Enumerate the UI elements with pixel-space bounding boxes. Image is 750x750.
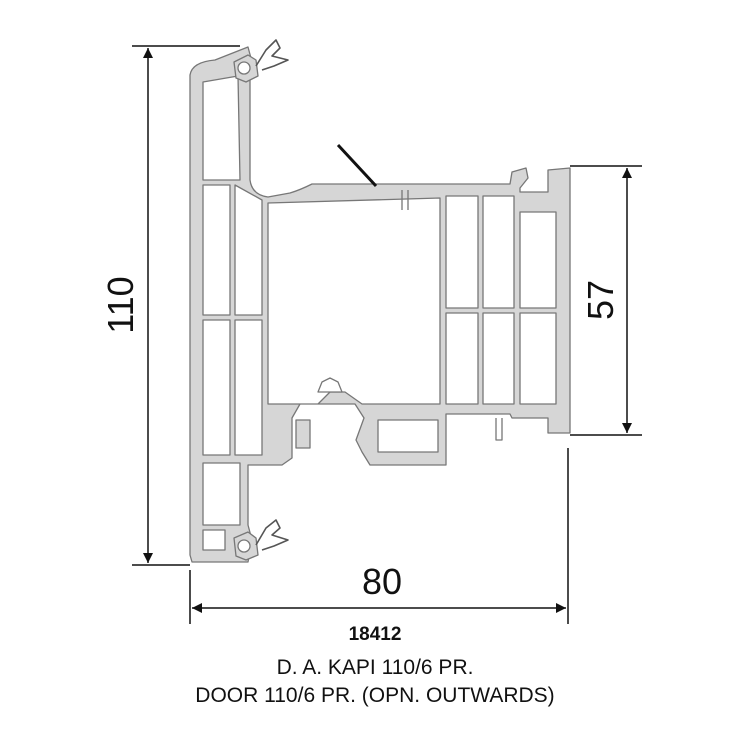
upper-notch xyxy=(401,190,409,210)
dimension-width xyxy=(189,448,569,624)
lower-notch xyxy=(495,418,503,441)
dimension-height xyxy=(132,45,240,566)
bottom-seal-lip xyxy=(255,519,289,551)
dimension-width-label: 80 xyxy=(362,561,402,602)
dimension-inner-height xyxy=(570,165,642,436)
profile-code: 18412 xyxy=(348,624,402,645)
leader-pointer xyxy=(336,143,378,188)
profile-name-tr: D. A. KAPI 110/6 PR. xyxy=(276,656,474,679)
bottom-gasket-bulb xyxy=(237,539,251,553)
profile-name-en: DOOR 110/6 PR. (OPN. OUTWARDS) xyxy=(195,684,555,707)
hardware-hook xyxy=(317,377,343,393)
dimension-inner-height-label: 57 xyxy=(580,280,621,320)
top-gasket-bulb xyxy=(237,61,251,75)
profile-outline xyxy=(189,46,571,563)
door-profile-section xyxy=(189,39,571,563)
dimension-height-label: 110 xyxy=(100,276,141,333)
top-seal-lip xyxy=(255,39,289,71)
